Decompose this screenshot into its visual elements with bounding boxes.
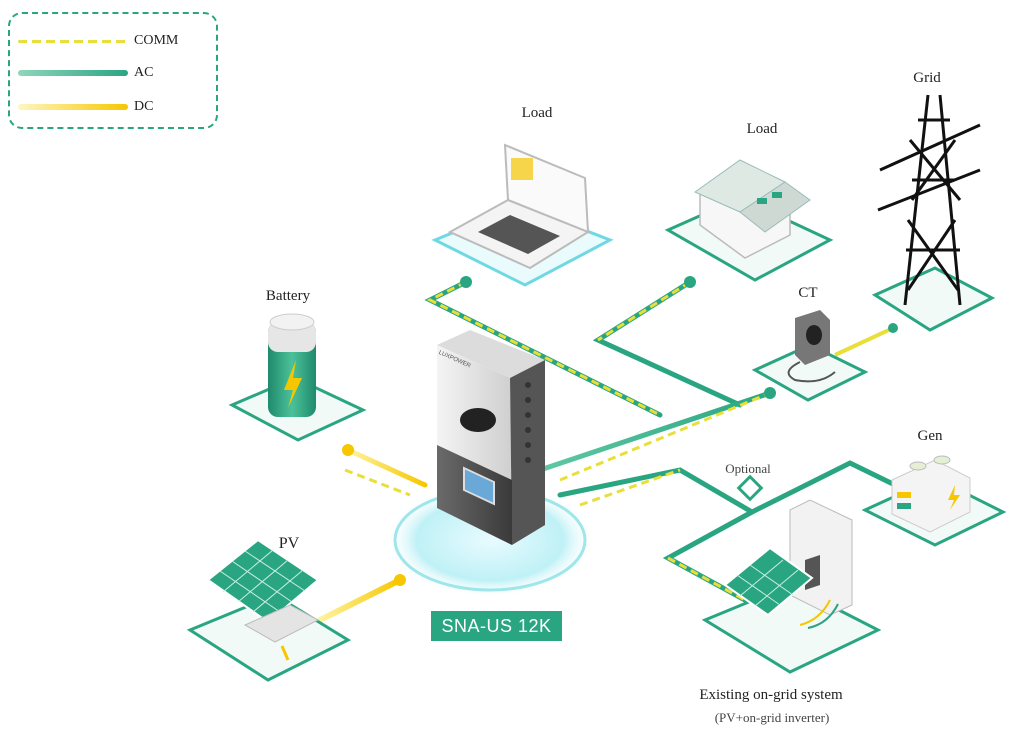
battery-icon	[268, 313, 316, 417]
legend-dc-swatch	[18, 104, 128, 110]
label-battery: Battery	[265, 288, 311, 304]
inverter-model-badge: SNA-US 12K	[431, 611, 562, 641]
label-existing-system: Existing on-grid system	[699, 687, 843, 703]
legend-dc-label: DC	[134, 99, 154, 114]
ac-line-grid	[537, 390, 773, 473]
platform-grid	[871, 266, 996, 332]
node-dot-house	[684, 276, 696, 288]
node-dot-battery	[342, 444, 354, 456]
comm-line-ct-grid	[834, 326, 894, 357]
dc-line-battery	[345, 447, 428, 488]
grid-tower-icon	[877, 94, 981, 306]
platform-ct	[751, 343, 869, 402]
label-existing-system-sub: (PV+on-grid inverter)	[714, 710, 830, 725]
generator-icon	[891, 455, 971, 533]
inverter-unit	[437, 330, 545, 545]
pv-panel-icon	[206, 538, 320, 661]
dc-line-pv	[317, 577, 403, 623]
legend-ac-label: AC	[134, 65, 154, 80]
label-ct: CT	[798, 285, 818, 301]
ct-icon	[787, 310, 836, 383]
node-dot-pv	[394, 574, 406, 586]
optional-diamond-icon	[736, 474, 764, 502]
legend-comm: COMM	[18, 33, 178, 49]
label-load-laptop: Load	[521, 105, 553, 121]
laptop-icon	[447, 143, 591, 270]
inverter-panel	[463, 466, 495, 506]
ac-line-house	[592, 279, 743, 408]
connection-lines	[317, 276, 898, 623]
legend	[8, 12, 218, 129]
legend-comm-label: COMM	[134, 33, 179, 48]
platforms	[186, 196, 1007, 682]
label-optional: Optional	[725, 461, 771, 476]
legend-ac-swatch	[18, 70, 128, 76]
label-load-house: Load	[746, 121, 778, 137]
label-gen: Gen	[917, 428, 943, 444]
node-dot-ct	[764, 387, 776, 399]
legend-comm-swatch	[18, 39, 128, 43]
label-pv: PV	[278, 535, 300, 552]
legend-ac: AC	[18, 65, 153, 81]
label-grid: Grid	[913, 70, 941, 86]
node-dot-grid	[888, 323, 898, 333]
inverter-display	[460, 408, 496, 432]
node-dot-laptop	[460, 276, 472, 288]
existing-system-icon	[723, 499, 853, 629]
legend-dc: DC	[18, 99, 153, 115]
house-icon	[693, 159, 811, 259]
